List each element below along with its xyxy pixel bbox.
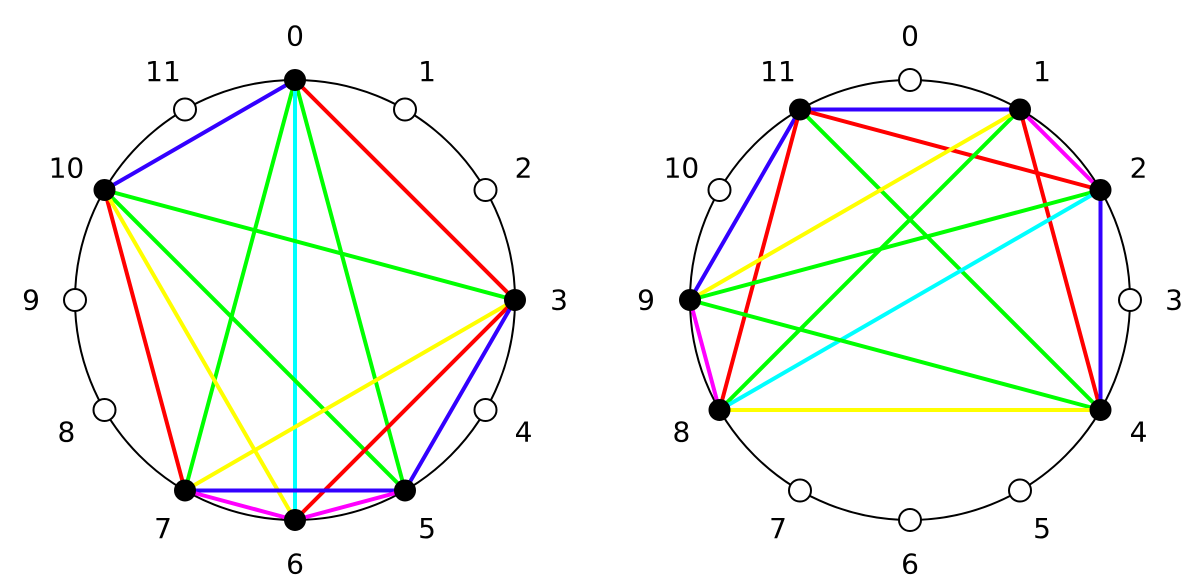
edge-2-8 (717, 188, 1103, 412)
empty-node-11 (173, 97, 197, 122)
edge-9-8 (688, 298, 722, 412)
empty-node-10 (707, 178, 732, 202)
pitch-class-label-4: 4 (1130, 416, 1148, 449)
edge-1-8 (717, 107, 1022, 412)
pitch-class-label-10: 10 (49, 152, 85, 185)
pitch-class-label-0: 0 (901, 20, 919, 53)
edge-3-5 (403, 298, 517, 493)
pitch-class-label-5: 5 (418, 512, 436, 545)
edge-10-6 (102, 188, 297, 522)
empty-node-8 (92, 398, 117, 422)
empty-node-2 (473, 178, 498, 202)
filled-node-3 (504, 289, 526, 311)
edge-2-9 (688, 188, 1103, 302)
pitch-class-label-6: 6 (286, 548, 304, 581)
pitch-class-label-1: 1 (418, 55, 436, 88)
edge-3-7 (183, 298, 517, 493)
pitch-class-label-5: 5 (1033, 512, 1051, 545)
edge-0-5 (293, 78, 407, 493)
edge-9-4 (688, 298, 1103, 412)
filled-node-8 (708, 399, 731, 421)
pitch-class-label-11: 11 (145, 55, 181, 88)
pitch-class-label-8: 8 (57, 416, 75, 449)
filled-node-11 (789, 98, 811, 121)
edge-1-2 (1018, 107, 1103, 192)
edge-1-9 (688, 107, 1022, 302)
pitch-class-label-6: 6 (901, 548, 919, 581)
filled-node-5 (394, 479, 416, 502)
pitch-class-label-4: 4 (515, 416, 533, 449)
empty-node-4 (473, 398, 498, 422)
filled-node-7 (174, 479, 196, 502)
filled-node-10 (93, 179, 116, 201)
filled-node-4 (1089, 399, 1112, 421)
pitch-class-label-7: 7 (769, 512, 787, 545)
empty-node-5 (1008, 478, 1032, 503)
empty-node-7 (788, 478, 812, 503)
edge-10-5 (102, 188, 407, 493)
pitch-class-label-2: 2 (515, 152, 533, 185)
right-clock-diagram: 0 1 2 3 4 5 6 7 8 9 10 11 (637, 20, 1183, 581)
filled-node-0 (284, 69, 306, 91)
empty-node-3 (1118, 288, 1142, 312)
filled-node-6 (284, 509, 306, 531)
pitch-class-label-9: 9 (22, 284, 40, 317)
edge-7-6 (183, 488, 297, 522)
empty-node-1 (393, 97, 417, 122)
pitch-class-label-8: 8 (672, 416, 690, 449)
empty-node-6 (898, 508, 922, 532)
filled-node-1 (1009, 98, 1031, 121)
pitch-class-label-2: 2 (1130, 152, 1148, 185)
filled-node-9 (679, 289, 701, 311)
filled-node-2 (1089, 179, 1112, 201)
edge-1-4 (1018, 107, 1103, 412)
pitch-class-label-7: 7 (154, 512, 172, 545)
edge-0-3 (293, 78, 517, 302)
left-clock-diagram: 0 1 2 3 4 5 6 7 8 9 10 11 (22, 20, 568, 581)
edge-10-7 (102, 188, 187, 493)
pitch-class-label-11: 11 (760, 55, 796, 88)
edge-10-3 (102, 188, 517, 302)
empty-node-0 (898, 68, 922, 92)
pitch-class-label-3: 3 (1165, 284, 1183, 317)
pitch-class-label-9: 9 (637, 284, 655, 317)
pitch-class-label-10: 10 (664, 152, 700, 185)
empty-node-9 (63, 288, 87, 312)
edge-3-6 (293, 298, 517, 522)
edge-0-10 (102, 78, 297, 192)
edge-0-7 (183, 78, 297, 493)
pitch-class-label-1: 1 (1033, 55, 1051, 88)
edge-6-5 (293, 488, 407, 522)
pitch-class-label-0: 0 (286, 20, 304, 53)
edge-11-4 (798, 107, 1103, 412)
edge-11-9 (688, 107, 802, 302)
pitch-class-label-3: 3 (550, 284, 568, 317)
